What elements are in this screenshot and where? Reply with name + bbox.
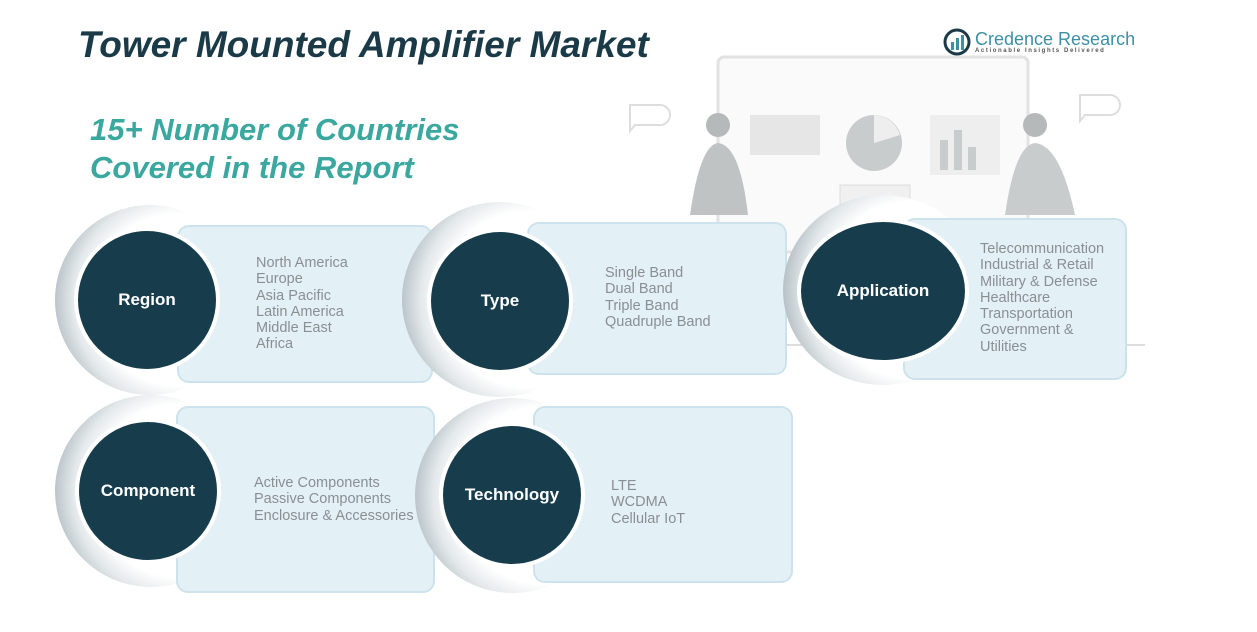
list-item: North America <box>256 255 348 271</box>
list-item: Transportation <box>980 306 1073 323</box>
list-item: Africa <box>256 336 294 353</box>
list-item: Military & Defense <box>980 273 1098 290</box>
list-item: Active Components <box>254 475 380 491</box>
list-item: Single Band <box>605 265 684 281</box>
logo-tagline: Actionable Insights Delivered <box>975 48 1106 54</box>
list-item: Telecommunication <box>980 241 1105 257</box>
page-title: Tower Mounted Amplifier Market <box>78 24 649 65</box>
list-item: Healthcare <box>980 289 1051 306</box>
list-item: Utilities <box>980 338 1027 355</box>
application-circle: Application <box>797 218 969 364</box>
list-item: Europe <box>256 271 303 288</box>
list-item: Middle East <box>256 320 332 337</box>
list-item: Industrial & Retail <box>980 257 1094 274</box>
type-circle: Type <box>427 228 573 374</box>
region-circle: Region <box>74 227 220 373</box>
technology-list: LTE WCDMA Cellular IoT <box>611 478 685 527</box>
region-list: North America Europe Asia Pacific Latin … <box>256 255 348 353</box>
list-item: Asia Pacific <box>256 287 331 304</box>
list-item: WCDMA <box>611 494 668 511</box>
list-item: Triple Band <box>605 297 679 314</box>
list-item: Latin America <box>256 303 344 320</box>
component-list: Active Components Passive Components Enc… <box>254 475 414 524</box>
subtitle-line-1: 15+ Number of Countries <box>90 112 460 147</box>
list-item: Enclosure & Accessories <box>254 507 414 524</box>
application-list: Telecommunication Industrial & Retail Mi… <box>980 241 1104 355</box>
list-item: Quadruple Band <box>605 313 711 330</box>
list-item: Cellular IoT <box>611 510 686 527</box>
technology-circle: Technology <box>439 422 585 568</box>
logo-name: Credence Research <box>975 29 1136 49</box>
logo-icon <box>943 28 971 56</box>
type-list: Single Band Dual Band Triple Band Quadru… <box>605 265 711 330</box>
list-item: Dual Band <box>605 281 673 298</box>
list-item: Passive Components <box>254 491 392 508</box>
list-item: Government & <box>980 322 1074 339</box>
presentation-illustration <box>629 55 1145 346</box>
subtitle-line-2: Covered in the Report <box>90 150 414 185</box>
logo: Credence Research Actionable Insights De… <box>943 28 1135 56</box>
component-circle: Component <box>75 418 221 564</box>
list-item: LTE <box>611 478 637 494</box>
